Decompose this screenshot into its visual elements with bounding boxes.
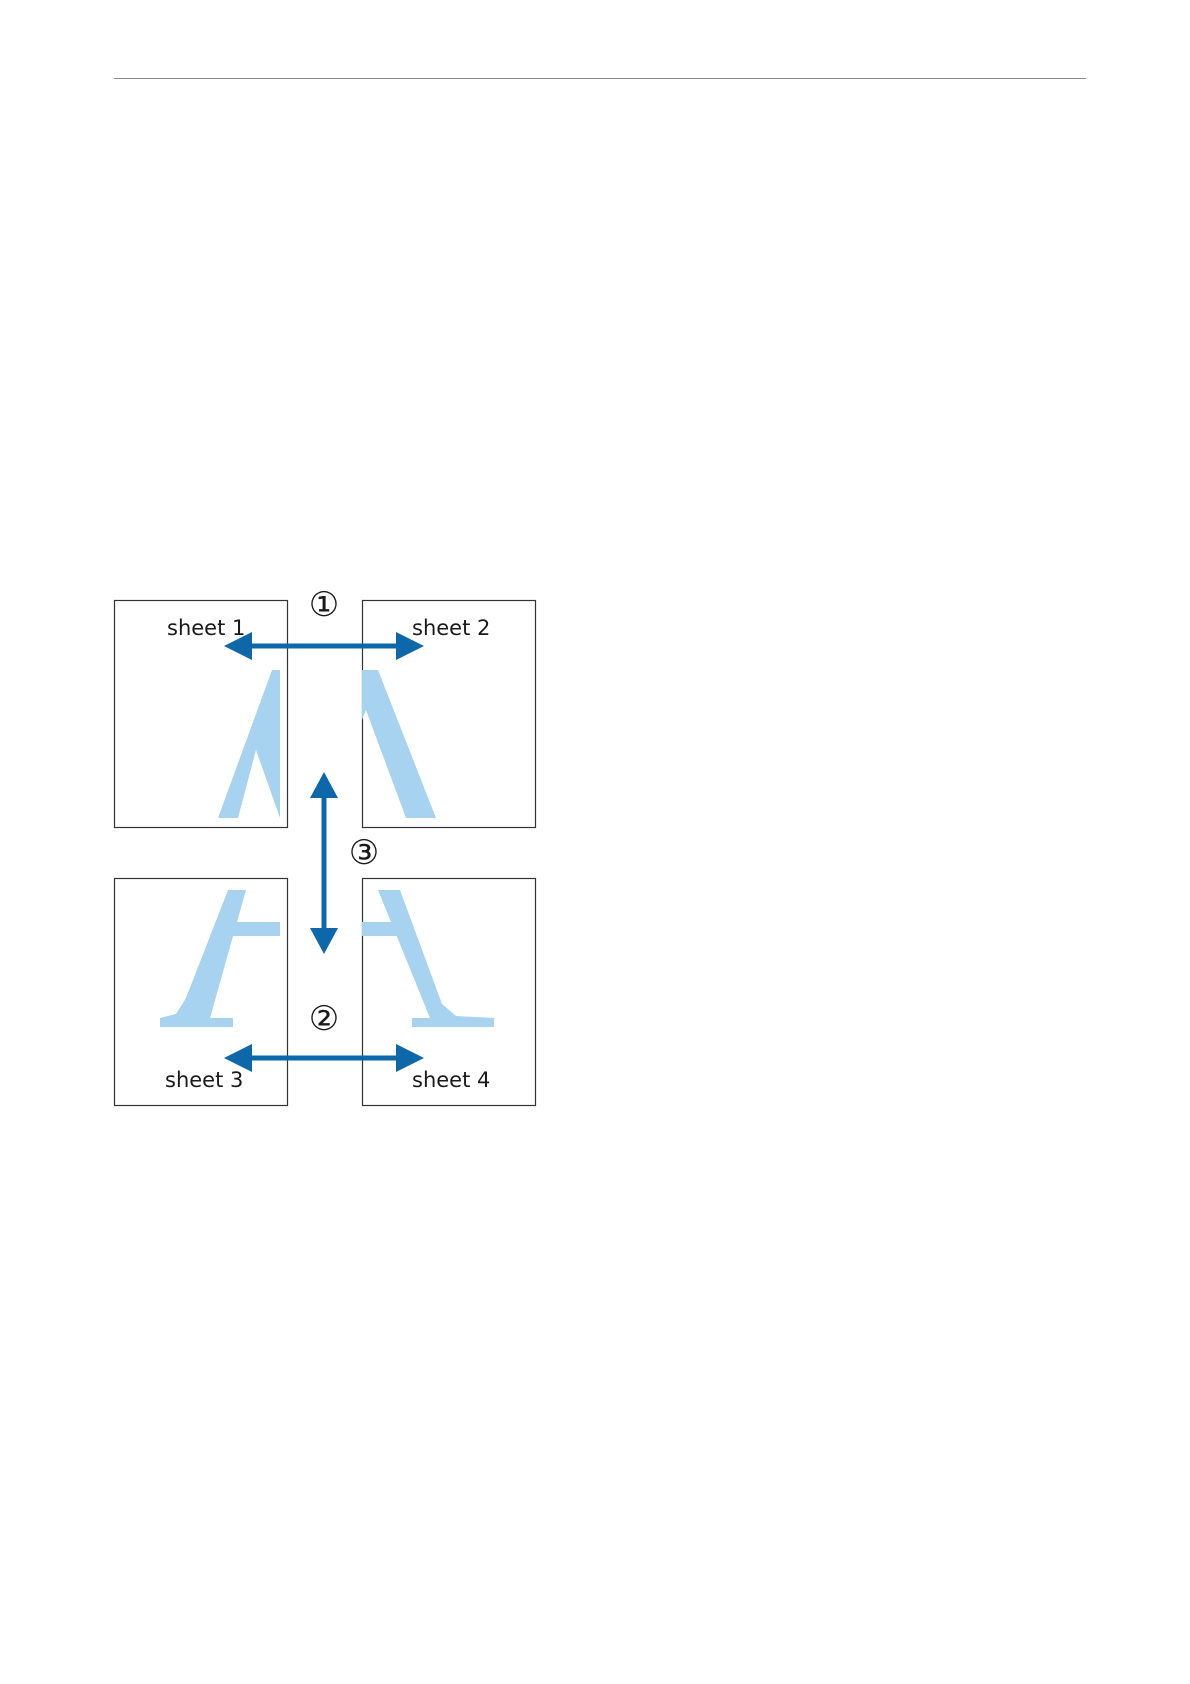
- sheet-3: sheet 3: [115, 879, 288, 1106]
- sheet-4-label: sheet 4: [412, 1068, 490, 1092]
- step-3-number: ③: [349, 833, 379, 873]
- sheet-2: sheet 2: [362, 601, 536, 828]
- header-divider: [114, 78, 1086, 79]
- sheet-assembly-diagram: sheet 1 sheet 2 sheet 3: [100, 570, 560, 1130]
- sheet-1: sheet 1: [115, 601, 288, 828]
- step-1-number: ①: [309, 585, 339, 625]
- step-2-number: ②: [309, 999, 339, 1039]
- sheet-2-label: sheet 2: [412, 616, 490, 640]
- double-arrow-vertical-icon: [310, 772, 338, 954]
- sheet-1-label: sheet 1: [167, 616, 245, 640]
- sheet-4: sheet 4: [362, 879, 536, 1106]
- sheet-3-label: sheet 3: [165, 1068, 243, 1092]
